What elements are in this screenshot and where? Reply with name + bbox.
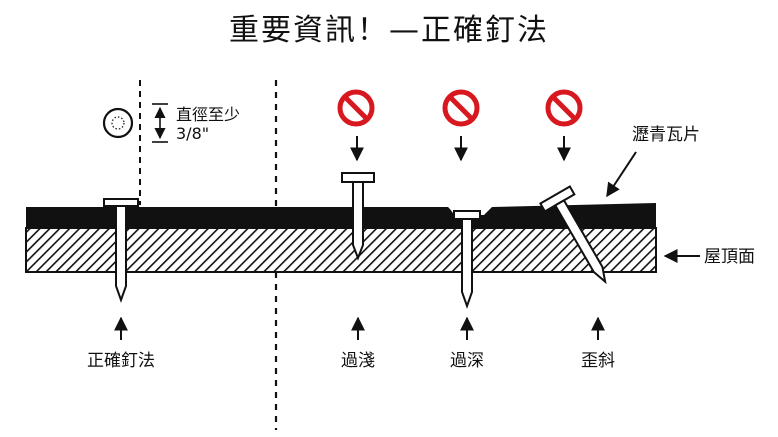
diameter-note-line1: 直徑至少 [176,105,240,124]
diameter-note-line2: 3/8" [176,124,209,143]
page-title: 重要資訊！—正確釘法 [229,13,549,48]
nail-correct [103,198,139,303]
no-symbol-icon [545,89,583,127]
no-symbol-icon [442,89,480,127]
label-correct: 正確釘法 [87,351,155,371]
nail-head-top-view-icon [102,107,134,139]
no-symbol-icon [337,89,375,127]
shingle-arrow-icon [606,151,637,198]
asphalt-shingle [26,203,656,228]
label-too-shallow: 過淺 [341,351,375,371]
roof-deck-callout-label: 屋頂面 [704,247,755,267]
label-crooked: 歪斜 [581,351,615,371]
shingle-callout-label: 瀝青瓦片 [632,125,700,145]
nail-too-shallow [341,172,375,261]
diameter-dimension-icon [152,103,168,143]
label-too-deep: 過深 [450,351,484,371]
nail-crooked [539,185,607,285]
roof-deck [25,227,657,273]
nail-too-deep [453,210,481,309]
